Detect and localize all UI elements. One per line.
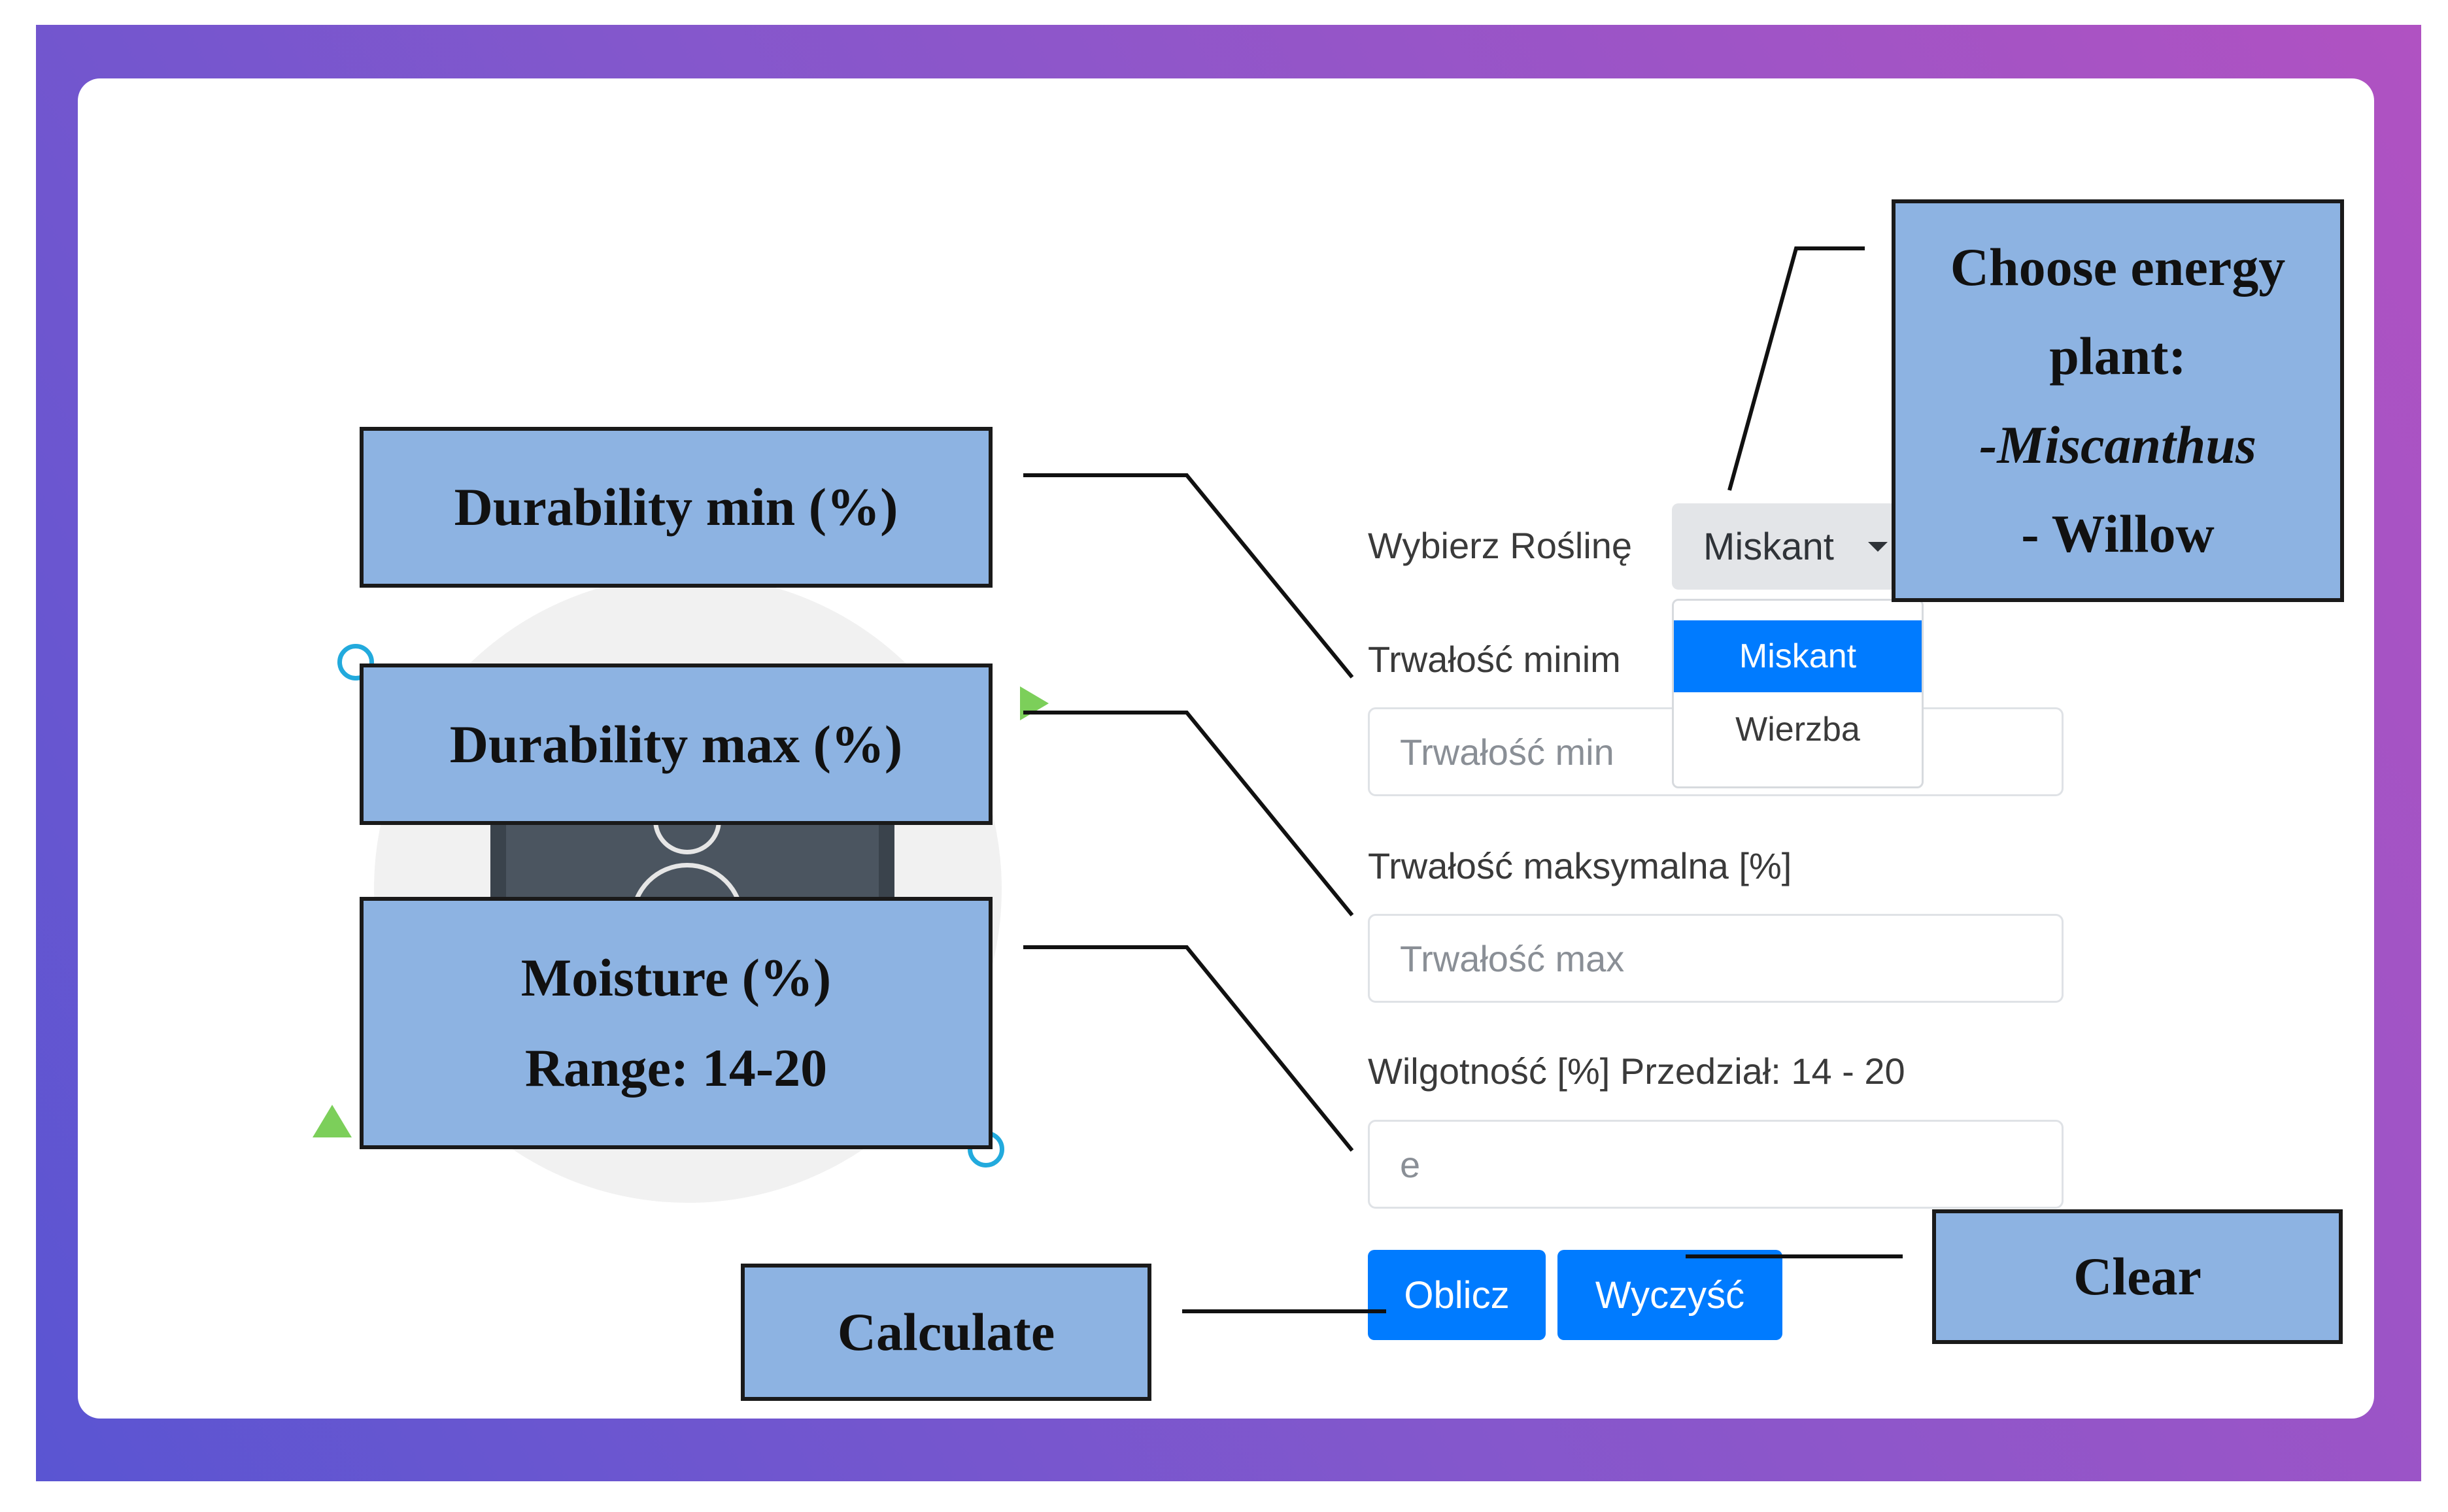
user-head-shape [653,811,721,854]
decor-triangle-up [313,1105,352,1137]
durability-max-input[interactable]: Trwałość max [1368,914,2064,1003]
connector-durability-max [1023,711,1354,916]
annotation-durability-min-text: Durability min (%) [454,477,898,537]
moisture-input[interactable]: e [1368,1120,2064,1209]
annotation-plant: Choose energy plant: -Miscanthus - Willo… [1892,199,2344,602]
annotation-durability-max: Durability max (%) [360,664,993,825]
annotation-plant-line4: - Willow [2021,504,2215,563]
moisture-label: Wilgotność [%] Przedział: 14 - 20 [1368,1050,1905,1092]
calculate-button[interactable]: Oblicz [1368,1250,1546,1340]
plant-option-miskant[interactable]: Miskant [1674,620,1922,692]
decor-circle-top [337,644,374,680]
annotation-durability-min: Durability min (%) [360,427,993,588]
annotation-calculate: Calculate [741,1264,1151,1401]
annotation-moisture-line1: Moisture (%) [520,948,832,1007]
connector-moisture [1023,945,1354,1152]
annotation-durability-max-text: Durability max (%) [449,714,903,774]
annotation-moisture-line2: Range: 14-20 [524,1038,828,1098]
annotation-plant-line1: Choose energy [1950,237,2286,297]
plant-select-button[interactable]: Miskant [1672,503,1894,590]
decor-triangle-right [1020,686,1049,720]
caret-down-icon [1868,542,1888,552]
user-icon [490,811,894,909]
clear-button[interactable]: Wyczyść [1557,1250,1782,1340]
plant-select-label: Wybierz Roślinę [1368,525,1633,566]
plant-dropdown-menu: Miskant Wierzba [1672,599,1924,788]
annotation-clear-text: Clear [2073,1247,2202,1306]
plant-option-wierzba[interactable]: Wierzba [1735,711,1860,748]
connector-durability-min [1023,473,1354,679]
annotation-plant-line3: -Miscanthus [1979,415,2256,475]
durability-max-label: Trwałość maksymalna [%] [1368,845,1792,886]
annotation-clear: Clear [1932,1209,2343,1344]
annotation-plant-line2: plant: [2049,326,2186,386]
annotation-calculate-text: Calculate [837,1302,1055,1362]
connector-plant [1727,246,1865,491]
durability-min-label: Trwałość minim [1368,639,1621,680]
annotation-moisture: Moisture (%) Range: 14-20 [360,897,993,1149]
